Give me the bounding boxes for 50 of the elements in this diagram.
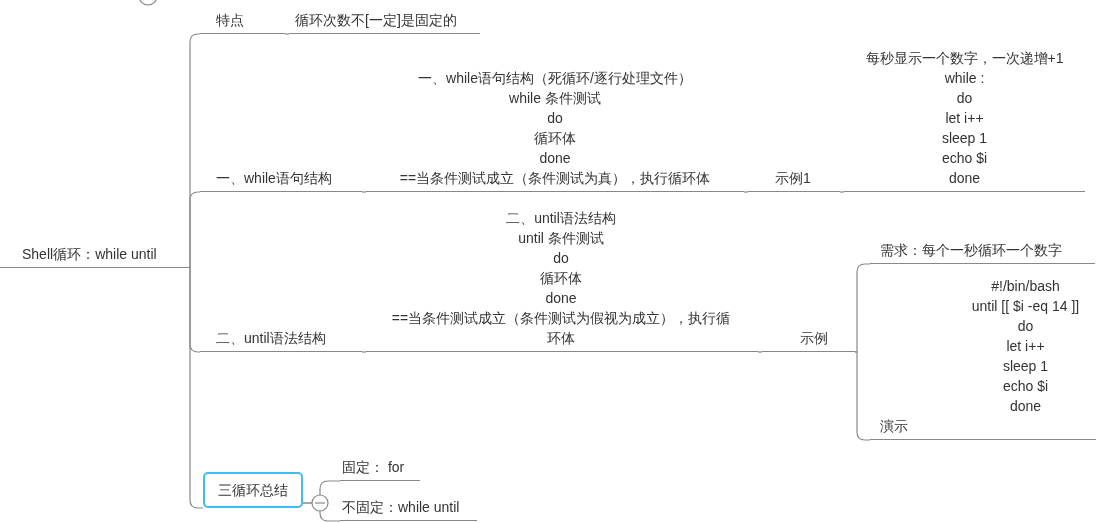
- code-line: until [[ $i -eq 14 ]]: [970, 297, 1081, 316]
- topic-text: sleep 1: [940, 129, 989, 148]
- code-line: #!/bin/bash: [990, 277, 1061, 296]
- topic-text: 特点: [216, 11, 245, 30]
- topic-text: let i++: [944, 109, 985, 128]
- topic-text: do: [546, 109, 564, 128]
- topic-text: 示例1: [775, 169, 812, 188]
- topic-text: while 条件测试: [508, 89, 602, 108]
- topic-text: 示例: [800, 329, 829, 348]
- topic-text: done: [538, 149, 572, 168]
- code-line: let i++: [1005, 337, 1046, 356]
- topic-text: 二、until语法结构: [216, 329, 327, 348]
- connector-line: [839, 191, 845, 193]
- connector-line: [757, 351, 763, 353]
- topic-text: 演示: [879, 417, 909, 436]
- topic-text: 需求：每个一秒循环一个数字: [880, 241, 1063, 260]
- topic-text: 循环体: [533, 129, 577, 148]
- topic-text: 一、while语句结构: [216, 169, 333, 188]
- topic-text: done: [947, 169, 982, 188]
- topic-text: 一、while语句结构（死循环/逐行处理文件）: [417, 69, 693, 88]
- code-line: sleep 1: [1001, 357, 1050, 376]
- topic-text: 固定： for: [342, 458, 406, 477]
- connector-line: [189, 267, 204, 509]
- topic-text: Shell循环：while until: [22, 245, 158, 264]
- topic-text: while :: [943, 69, 986, 88]
- topic-text: ==当条件测试成立（条件测试为假视为成立），执行循环体: [390, 309, 732, 348]
- connector-line: [743, 191, 749, 193]
- topic-text: echo $i: [940, 149, 989, 168]
- connector-line: [854, 351, 871, 441]
- code-line: echo $i: [1001, 377, 1050, 396]
- topic-text: done: [544, 289, 578, 308]
- topic-text: 循环次数不[一定]是固定的: [295, 11, 458, 30]
- topic-text: until 条件测试: [517, 229, 605, 248]
- topic-text: 二、until语法结构: [505, 209, 617, 228]
- connector-line: [854, 263, 871, 353]
- topic-text: 三循环总结: [217, 481, 289, 500]
- code-line: do: [1016, 317, 1035, 336]
- connector-line: [189, 191, 201, 269]
- connector-line: [361, 351, 367, 353]
- code-line: done: [1008, 397, 1043, 416]
- topic-text: do: [552, 249, 570, 268]
- topic-text: 每秒显示一个数字，一次递增+1: [864, 49, 1065, 68]
- selected-topic-box: [203, 472, 303, 508]
- topic-text: ==当条件测试成立（条件测试为真），执行循环体: [398, 169, 712, 188]
- topic-text: 循环体: [539, 269, 583, 288]
- connector-line: [302, 502, 341, 522]
- connector-line: [284, 33, 290, 35]
- connector-line: [361, 191, 367, 193]
- topic-text: 不固定：while until: [342, 498, 461, 517]
- topic-text: do: [955, 89, 974, 108]
